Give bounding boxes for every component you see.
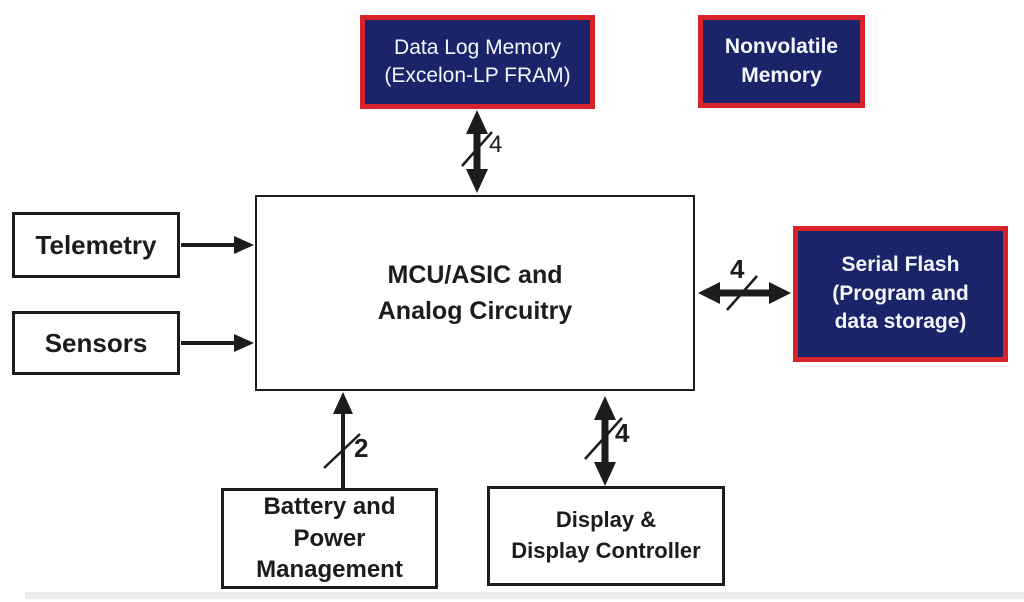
box-nonvolatile-memory: Nonvolatile Memory xyxy=(698,15,865,108)
box-label-line: Serial Flash xyxy=(841,252,960,276)
box-serial-flash: Serial Flash (Program and data storage) xyxy=(793,226,1008,362)
bus-width-label-datalog: 4 xyxy=(489,131,503,158)
box-label-line: Display Controller xyxy=(511,538,701,563)
box-label-line: Nonvolatile xyxy=(724,35,839,59)
box-label-line: Power xyxy=(293,524,366,552)
arrow-mcu-datalog xyxy=(461,110,493,193)
box-telemetry: Telemetry xyxy=(12,212,180,278)
box-data-log-memory: Data Log Memory (Excelon-LP FRAM) xyxy=(360,15,595,109)
box-label-line: Management xyxy=(256,556,403,584)
box-battery-power-management: Battery and Power Management xyxy=(221,488,438,589)
box-label-line: (Excelon-LP FRAM) xyxy=(384,64,571,87)
box-label-line: data storage) xyxy=(834,310,967,334)
arrow-telemetry-mcu xyxy=(181,236,254,254)
box-mcu-asic: MCU/ASIC and Analog Circuitry xyxy=(255,195,695,391)
footer-divider xyxy=(25,592,1024,599)
box-label-line: (Program and xyxy=(832,281,969,305)
box-label-line: Sensors xyxy=(44,327,148,358)
box-label-line: Telemetry xyxy=(35,229,157,260)
bus-width-label-battery: 2 xyxy=(354,433,369,463)
box-label-line: MCU/ASIC and xyxy=(387,260,563,289)
box-label-line: Display & xyxy=(555,507,657,533)
box-sensors: Sensors xyxy=(12,311,180,375)
box-label-line: Memory xyxy=(741,63,822,87)
box-label-line: Data Log Memory xyxy=(394,36,561,60)
bus-width-label-serialflash: 4 xyxy=(730,254,745,284)
bus-width-label-display: 4 xyxy=(615,418,630,448)
bus-slash xyxy=(461,131,493,167)
box-label-line: Battery and xyxy=(263,493,396,520)
arrow-sensors-mcu xyxy=(181,334,254,352)
box-display-controller: Display & Display Controller xyxy=(487,486,725,586)
box-label-line: Analog Circuitry xyxy=(377,297,573,325)
arrow-mcu-serialflash xyxy=(698,275,791,311)
